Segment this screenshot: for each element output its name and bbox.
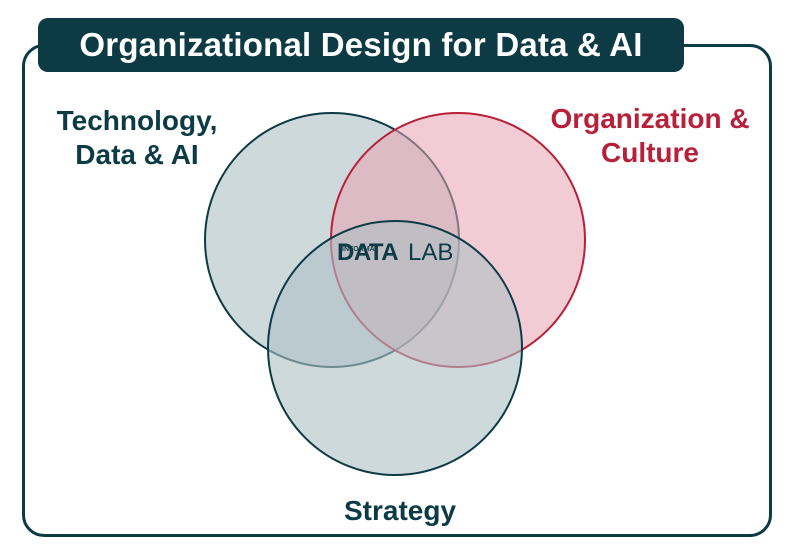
organization-label: Organization & Culture xyxy=(538,102,762,170)
technology-label: Technology, Data & AI xyxy=(42,104,232,172)
organization-label-line1: Organization & xyxy=(550,103,750,134)
technology-label-line2: Data & AI xyxy=(75,139,199,170)
diagram-title: Organizational Design for Data & AI xyxy=(79,26,643,63)
technology-label-line1: Technology, xyxy=(56,105,218,136)
logo-small-text: INFORMA xyxy=(342,246,375,253)
strategy-label: Strategy xyxy=(343,495,457,526)
logo-light-text: LAB xyxy=(408,239,453,266)
strategy-circle xyxy=(267,220,523,476)
datalab-logo: INFORMA DATA LAB xyxy=(337,239,453,266)
title-banner: Organizational Design for Data & AI xyxy=(38,18,684,72)
logo-bold-text: DATA xyxy=(337,239,398,266)
organization-label-line2: Culture xyxy=(601,137,699,168)
